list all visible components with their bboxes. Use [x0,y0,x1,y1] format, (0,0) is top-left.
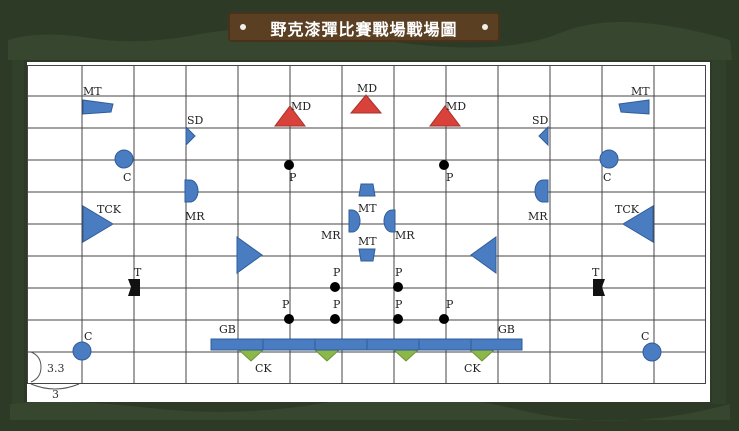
scale-height-label: 3.3 [47,362,65,375]
mr-center-left-bunker [348,209,361,233]
mt-right-bunker [618,99,650,115]
p-low-3-marker [393,314,403,324]
ck-bunker-1 [237,349,265,362]
md-center-label: MD [357,82,377,95]
scale-width-label: 3 [52,388,59,401]
mr-left-label: MR [185,210,205,223]
mt-left-bunker [82,99,114,115]
sd-right-label: SD [532,114,549,127]
field-board: 3.3 3 MT MT MD MD MD SD SD C C P P MR MR… [27,62,710,402]
gb-bar-3 [314,338,368,351]
sd-left-label: SD [187,114,204,127]
c-right-lower-bunker [642,342,662,362]
gb-bar-6 [470,338,523,351]
mr-center-right-bunker [383,209,396,233]
p-low-3-label: P [395,298,403,311]
tck-right-bunker [622,205,654,243]
mr-center-left-label: MR [321,229,341,242]
mt-center-top-label: MT [358,202,377,215]
mr-right-label: MR [528,210,548,223]
gb-right-label: GB [498,323,515,336]
ck-bunker-2 [313,349,341,362]
gb-bar-row [210,338,523,351]
c-right-upper-label: C [603,171,611,184]
mt-center-bottom-bunker [358,248,376,262]
mid-triangle-left-bunker [236,236,263,274]
p-upper-left-label: P [289,171,297,184]
ck-right-label: CK [464,362,481,375]
p-low-1-label: P [282,298,290,311]
title-banner: 野克漆彈比賽戰場戰場圖 [228,12,500,42]
ck-bunker-4 [468,349,496,362]
ck-bunker-3 [392,349,420,362]
p-mid-right-label: P [395,266,403,279]
p-low-2-label: P [333,298,341,311]
p-mid-left-marker [330,282,340,292]
sd-left-bunker [185,125,196,147]
c-left-lower-label: C [84,330,92,343]
mt-right-label: MT [631,85,650,98]
tck-left-label: TCK [97,203,122,216]
tck-right-label: TCK [615,203,640,216]
gb-bar-1 [210,338,264,351]
mid-triangle-right-bunker [470,236,497,274]
p-mid-left-label: P [333,266,341,279]
c-right-upper-bunker [599,149,619,169]
gb-bar-5 [418,338,472,351]
t-right-bunker [593,279,605,296]
mr-left-bunker [184,179,199,203]
md-right-bunker [429,105,461,127]
md-right-label: MD [446,100,466,113]
p-low-2-marker [330,314,340,324]
md-left-bunker [274,105,306,127]
banner-dot-right-icon [482,24,488,30]
p-upper-left-marker [284,160,294,170]
sd-right-bunker [538,125,549,147]
tck-left-bunker [82,205,114,243]
gb-left-label: GB [219,323,236,336]
gb-bar-4 [366,338,420,351]
mt-center-top-bunker [358,183,376,197]
mt-left-label: MT [83,85,102,98]
md-center-bunker [349,94,383,114]
scale-marker: 3.3 3 [30,351,80,401]
gb-bar-2 [262,338,316,351]
c-left-lower-bunker [72,341,92,361]
ck-left-label: CK [255,362,272,375]
p-upper-right-label: P [446,171,454,184]
mr-right-bunker [534,179,549,203]
c-right-lower-label: C [641,330,649,343]
p-low-4-marker [439,314,449,324]
mt-center-bottom-label: MT [358,235,377,248]
p-low-1-marker [284,314,294,324]
p-low-4-label: P [446,298,454,311]
page-title: 野克漆彈比賽戰場戰場圖 [270,20,458,39]
c-left-upper-label: C [123,171,131,184]
p-mid-right-marker [393,282,403,292]
p-upper-right-marker [439,160,449,170]
banner-dot-left-icon [240,24,246,30]
md-left-label: MD [291,100,311,113]
t-left-bunker [128,279,140,296]
c-left-upper-bunker [114,149,134,169]
field-diagram: 3.3 3 MT MT MD MD MD SD SD C C P P MR MR… [27,65,706,401]
t-right-label: T [592,266,600,279]
t-left-label: T [134,266,142,279]
mr-center-right-label: MR [395,229,415,242]
